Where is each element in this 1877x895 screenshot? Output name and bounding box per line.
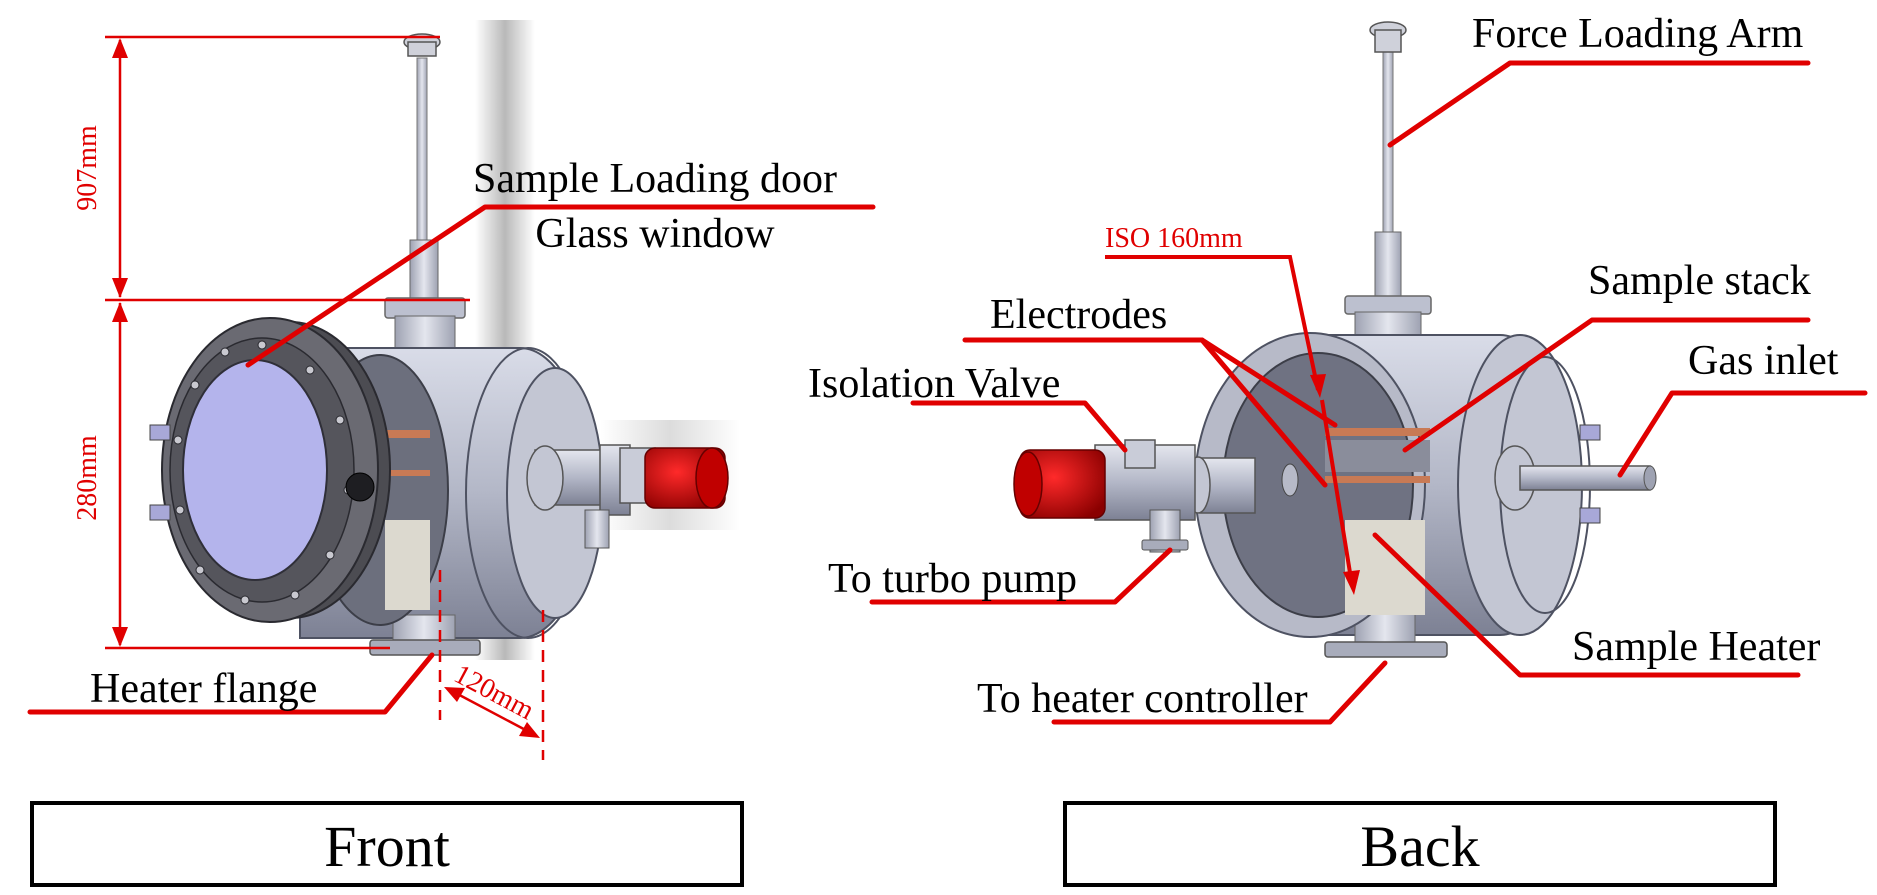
front-actuator-cap	[695, 447, 729, 509]
label-gas-inlet: Gas inlet	[1688, 338, 1839, 384]
valve-lower-port	[584, 509, 610, 549]
top-port-neck	[409, 239, 439, 306]
dim-arrow	[444, 687, 465, 702]
label-to-heater-controller: To heater controller	[977, 676, 1308, 722]
leader-isolation-valve	[910, 400, 1128, 453]
back-bottom-port-flange	[1324, 641, 1448, 658]
iso-diameter-line	[1320, 399, 1354, 586]
front-electrode-top	[360, 430, 430, 438]
back-electrode-top	[1325, 428, 1430, 436]
label-to-turbo-pump: To turbo pump	[828, 556, 1077, 602]
back-top-port-flange	[1344, 295, 1432, 315]
back-hinge-bottom	[1579, 507, 1601, 524]
leader-force-loading-arm	[1387, 60, 1811, 148]
dim-arrow	[112, 278, 128, 298]
dim-arrow	[112, 627, 128, 647]
glass-window	[182, 359, 328, 581]
back-cavity-port	[1281, 463, 1299, 497]
back-top-port-neck	[1374, 231, 1402, 301]
door-latch-knob	[345, 472, 375, 502]
dim-120-label: 120mm	[449, 659, 539, 727]
gas-inlet-tube	[1519, 465, 1651, 491]
dim-907-label: 907mm	[72, 125, 103, 211]
dim-280-label: 280mm	[72, 435, 103, 521]
label-sample-stack: Sample stack	[1588, 258, 1811, 304]
dim-120-line	[449, 688, 536, 737]
back-valve-bracket	[1124, 439, 1156, 469]
dim-arrow	[112, 302, 128, 322]
door-bolts	[173, 340, 353, 605]
leader-electrodes-bottom	[1199, 337, 1328, 488]
force-arm-hub	[407, 41, 437, 57]
dim-arrow	[112, 38, 128, 58]
iso-arrow	[1310, 374, 1326, 398]
leader-heater-flange	[27, 652, 435, 715]
front-title: Front	[324, 814, 450, 879]
force-arm-rod	[416, 57, 428, 244]
back-force-arm-hub	[1374, 29, 1402, 53]
gas-inlet-end	[1643, 465, 1657, 491]
back-electrode-bottom	[1325, 476, 1430, 483]
leader-gas-inlet	[1617, 390, 1868, 478]
leader-sample-loading-door	[245, 204, 876, 368]
front-view: 907mm 280mm 120mm Sample Loading door Gl…	[27, 20, 876, 760]
front-title-box: Front	[30, 801, 744, 887]
label-heater-flange: Heater flange	[90, 666, 317, 712]
iso-arrow	[1343, 570, 1360, 595]
side-port-flange	[526, 445, 564, 511]
label-electrodes: Electrodes	[990, 292, 1167, 338]
back-title: Back	[1360, 814, 1479, 879]
label-glass-window: Glass window	[535, 211, 775, 257]
front-heater-block	[385, 520, 430, 610]
label-sample-loading-door: Sample Loading door	[473, 156, 837, 202]
back-title-frame	[1063, 801, 1777, 887]
back-actuator-cap	[1013, 451, 1043, 517]
back-view: Force Loading Arm Sample stack Electrode…	[808, 11, 1868, 725]
door-hinge-bottom	[149, 504, 171, 521]
label-isolation-valve: Isolation Valve	[808, 361, 1060, 407]
iso-leader	[1105, 255, 1320, 391]
door-hinge-top	[149, 424, 171, 441]
leader-sample-heater	[1372, 532, 1801, 678]
leader-to-heater-controller	[1051, 660, 1388, 725]
label-iso-160mm: ISO 160mm	[1105, 223, 1243, 254]
label-force-loading-arm: Force Loading Arm	[1472, 11, 1804, 57]
label-sample-heater: Sample Heater	[1572, 624, 1820, 670]
back-title-box: Back	[1063, 801, 1777, 887]
turbo-pump-flange	[1141, 539, 1189, 551]
leader-sample-stack	[1402, 317, 1811, 453]
leader-to-turbo-pump	[869, 547, 1173, 605]
back-hinge-top	[1579, 424, 1601, 441]
back-heater-block	[1345, 520, 1425, 615]
front-electrode-bottom	[360, 470, 430, 476]
front-title-frame	[30, 801, 744, 887]
dim-arrow	[519, 722, 540, 738]
